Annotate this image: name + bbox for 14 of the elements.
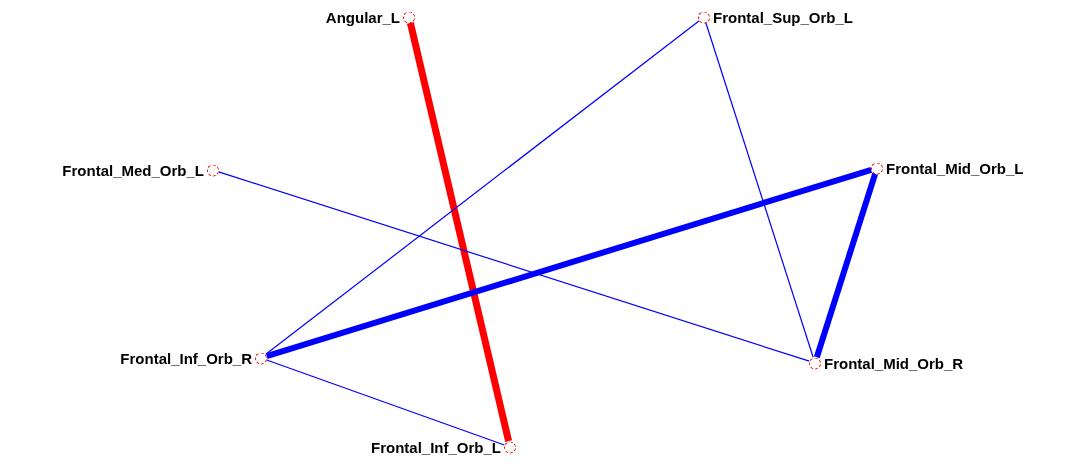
connection-line bbox=[705, 22, 814, 358]
region-label: Frontal_Sup_Orb_L bbox=[713, 8, 854, 26]
region-label: Frontal_Mid_Orb_R bbox=[824, 354, 964, 372]
region-label: Frontal_Inf_Orb_R bbox=[120, 349, 252, 367]
connection-line bbox=[406, 22, 513, 442]
connection-line bbox=[218, 171, 810, 362]
region-label: Frontal_Mid_Orb_L bbox=[886, 159, 1024, 177]
region-label: Frontal_Med_Orb_L bbox=[62, 161, 204, 179]
connection-line bbox=[265, 166, 873, 360]
region-label: Frontal_Inf_Orb_L bbox=[371, 438, 501, 456]
connection-line bbox=[813, 172, 879, 359]
connection-line bbox=[265, 20, 700, 355]
connection-line bbox=[266, 359, 505, 446]
region-label: Angular_L bbox=[325, 8, 400, 26]
